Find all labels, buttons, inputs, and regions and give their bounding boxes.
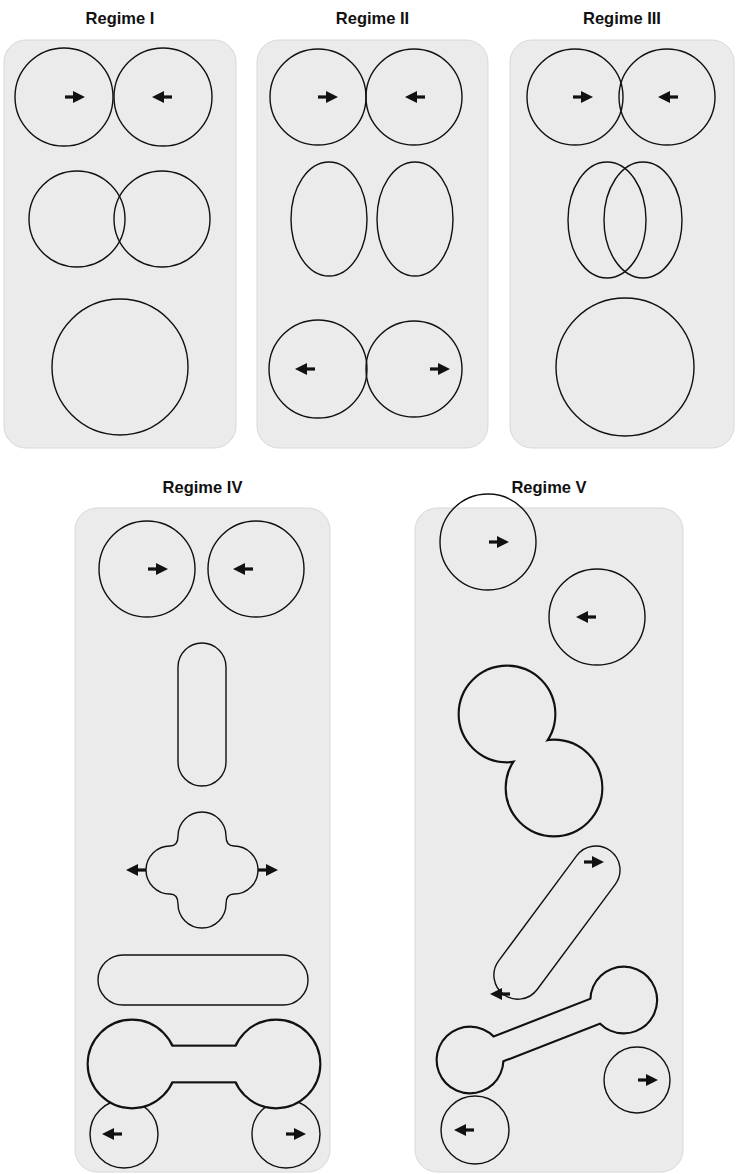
panel-title: Regime III <box>510 7 734 29</box>
panel-title: Regime I <box>4 7 236 29</box>
panel-title: Regime IV <box>75 476 330 498</box>
panel-title: Regime II <box>257 7 488 29</box>
regime-panel: Regime V <box>415 470 683 1172</box>
regime-panel: Regime III <box>510 0 734 448</box>
panel-title: Regime V <box>415 476 683 498</box>
regime-panel: Regime II <box>257 0 488 448</box>
regime-panel: Regime I <box>4 0 236 448</box>
regime-panel: Regime IV <box>75 470 330 1172</box>
